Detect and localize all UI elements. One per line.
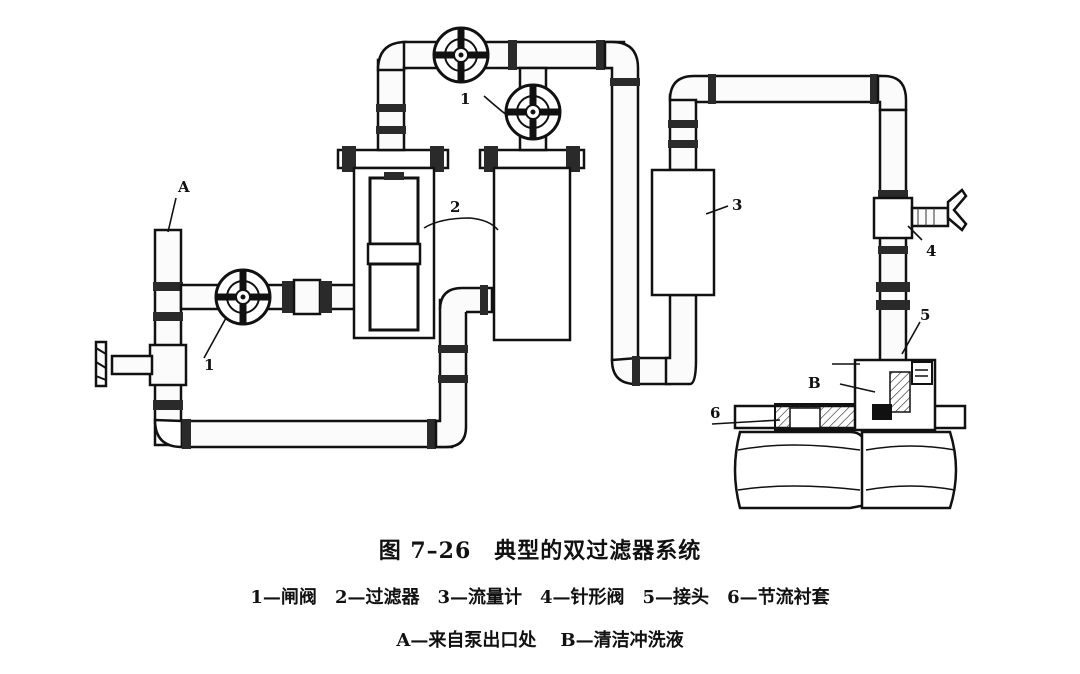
gate-valve-left bbox=[216, 270, 270, 324]
figure-legend: 1—闸阀 2—过滤器 3—流量计 4—针形阀 5—接头 6—节流衬套 bbox=[0, 583, 1080, 609]
legend-item: 3—流量计 bbox=[437, 587, 522, 608]
label-3: 3 bbox=[732, 196, 742, 214]
legend-item: 4—针形阀 bbox=[540, 587, 625, 608]
needle-valve bbox=[910, 188, 968, 232]
label-2: 2 bbox=[450, 198, 460, 216]
seal-housing bbox=[733, 358, 967, 432]
filter-left bbox=[336, 146, 450, 340]
filter-right bbox=[478, 146, 586, 342]
label-1-left: 1 bbox=[204, 356, 214, 374]
label-1-top: 1 bbox=[460, 90, 470, 108]
dual-filter-system-diagram: A 1 1 2 3 4 5 B 6 bbox=[94, 0, 968, 510]
figure-title: 图 7–26 典型的双过滤器系统 bbox=[378, 538, 702, 564]
label-A: A bbox=[177, 178, 190, 196]
bottom-return-pipe bbox=[180, 285, 494, 449]
gate-valve-top-right bbox=[506, 85, 560, 139]
note-item: A—来自泵出口处 bbox=[396, 630, 537, 651]
label-B: B bbox=[808, 374, 821, 392]
flowmeter bbox=[650, 74, 716, 297]
drop-pipe bbox=[610, 78, 698, 386]
label-5: 5 bbox=[920, 306, 930, 324]
right-top-pipe bbox=[708, 74, 914, 392]
legend-item: 2—过滤器 bbox=[334, 587, 420, 608]
inlet-riser-pipe bbox=[148, 228, 188, 449]
legend-item: 5—接头 bbox=[642, 587, 710, 608]
figure-notes: A—来自泵出口处 B—清洁冲洗液 bbox=[0, 626, 1080, 652]
legend-item: 6—节流衬套 bbox=[727, 587, 830, 608]
leader-lines bbox=[167, 95, 923, 425]
label-6: 6 bbox=[710, 404, 720, 422]
label-4: 4 bbox=[926, 242, 936, 260]
shaft bbox=[733, 430, 958, 510]
side-needle-handle bbox=[94, 340, 154, 388]
gate-valve-top-left bbox=[434, 28, 488, 82]
note-item: B—清洁冲洗液 bbox=[560, 630, 684, 651]
top-manifold-pipe bbox=[376, 40, 640, 152]
legend-item: 1—闸阀 bbox=[250, 587, 317, 608]
